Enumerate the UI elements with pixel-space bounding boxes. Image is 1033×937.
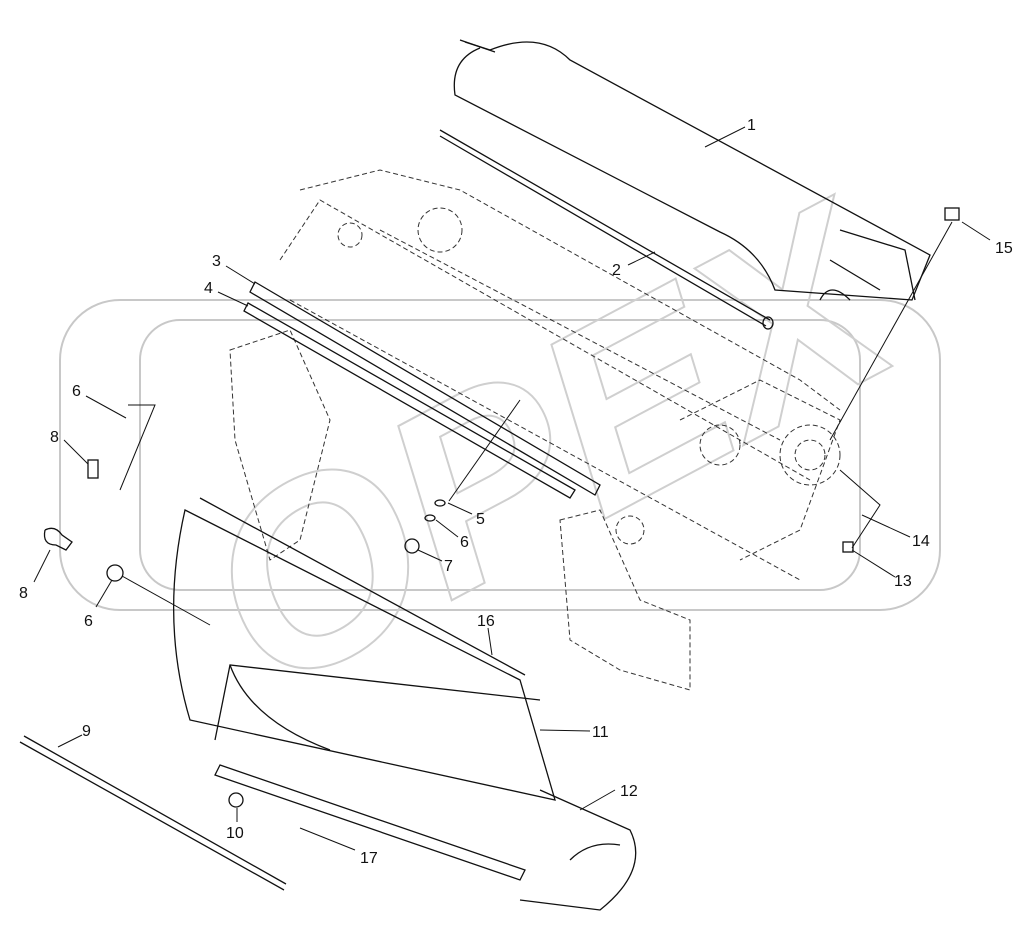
callout-6: 6 xyxy=(72,383,81,400)
callout-16: 16 xyxy=(477,613,495,630)
callout-labels: 1 2 3 4 5 6 6 6 7 8 8 9 10 11 12 13 14 1… xyxy=(19,117,1013,867)
callout-6: 6 xyxy=(84,613,93,630)
callout-5: 5 xyxy=(476,511,485,528)
strip-3 xyxy=(249,281,601,496)
callout-8: 8 xyxy=(19,585,28,602)
callout-8: 8 xyxy=(50,429,59,446)
callout-6: 6 xyxy=(460,534,469,551)
callout-11: 11 xyxy=(592,724,609,741)
callout-14: 14 xyxy=(912,533,930,550)
callout-15: 15 xyxy=(995,240,1013,257)
callout-3: 3 xyxy=(212,253,221,270)
callout-17: 17 xyxy=(360,850,378,867)
callout-10: 10 xyxy=(226,825,244,842)
callout-12: 12 xyxy=(620,783,638,800)
leader-lines xyxy=(33,126,991,851)
frame xyxy=(229,169,841,691)
top-cover xyxy=(453,39,931,301)
cover-12 xyxy=(519,789,637,911)
callout-13: 13 xyxy=(894,573,912,590)
rod-9 xyxy=(19,735,287,891)
callout-4: 4 xyxy=(204,280,213,297)
rod xyxy=(439,129,771,327)
strip-4 xyxy=(243,302,576,499)
watermark-logo: OPEX xyxy=(59,144,946,748)
callout-1: 1 xyxy=(747,117,756,134)
callout-7: 7 xyxy=(444,558,453,575)
watermark-text: OPEX xyxy=(159,145,945,747)
lower-cover xyxy=(172,497,556,801)
bracket-17 xyxy=(214,764,526,881)
fasteners xyxy=(43,207,960,808)
callout-9: 9 xyxy=(82,723,91,740)
callout-2: 2 xyxy=(612,262,621,279)
